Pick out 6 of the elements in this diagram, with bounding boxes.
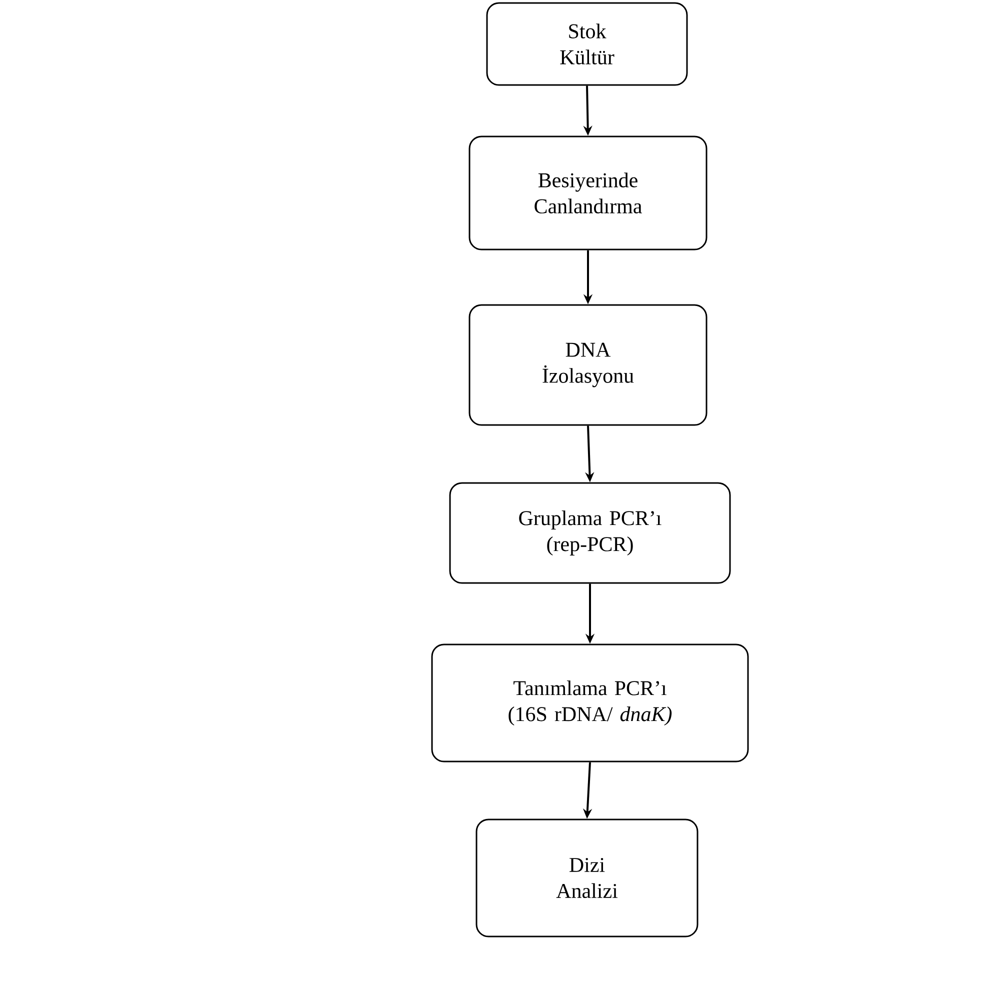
process-box: Stok Kültür <box>486 2 688 86</box>
process-box: DNA İzolasyonu <box>468 304 708 426</box>
process-box: Tanımlama PCR’ı (16S rDNA/ dnaK) <box>431 644 749 762</box>
process-box: Besiyerinde Canlandırma <box>468 136 708 250</box>
process-box: Gruplama PCR’ı (rep-PCR) <box>449 482 731 584</box>
process-box: Dizi Analizi <box>476 818 698 938</box>
